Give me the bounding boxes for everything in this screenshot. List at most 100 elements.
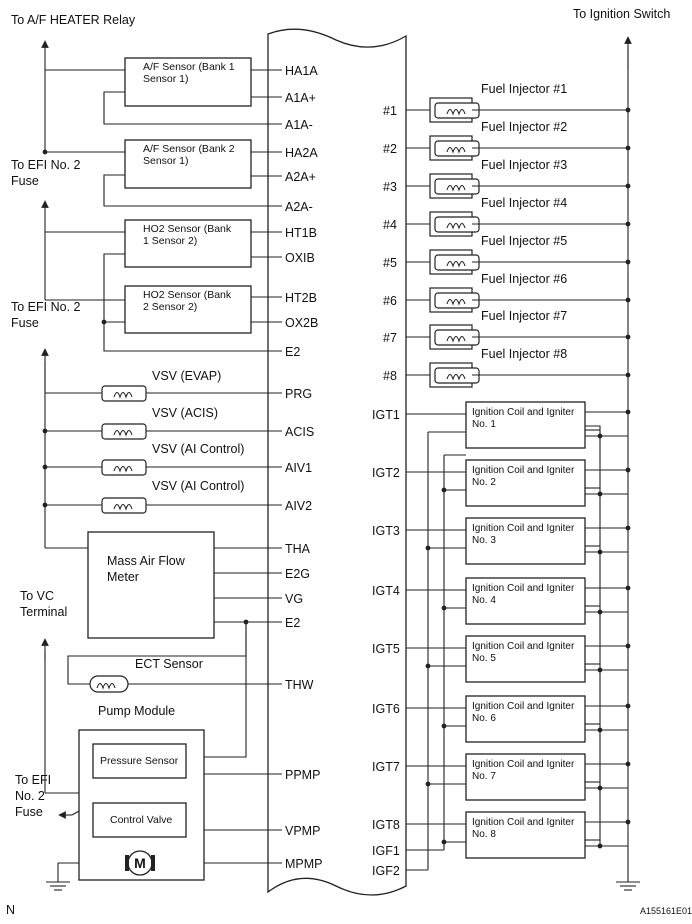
- pump-module-label: Pump Module: [98, 704, 175, 718]
- maf-meter-box: [87, 531, 215, 639]
- vsv-coil-3-winding: [113, 465, 133, 473]
- ecu-pin-igt7-label: IGT7: [372, 760, 400, 774]
- efi-fuse-label-3-line3: Fuse: [15, 805, 43, 819]
- injector-6-label: Fuel Injector #6: [481, 272, 567, 286]
- coil-8-power-dot: [625, 819, 631, 825]
- ecu-pin-ht2b-label: HT2B: [285, 291, 317, 305]
- efi-fuse-label-3-line2: No. 2: [15, 789, 45, 803]
- ecu-pin-igt4-label: IGT4: [372, 584, 400, 598]
- ecu-pin-e2-label: E2: [285, 345, 300, 359]
- ecu-pin-tha-label: THA: [285, 542, 311, 556]
- ecu-pin-a2a-label: A2A+: [285, 170, 316, 184]
- coil-5-igf-dot: [425, 663, 431, 669]
- injector-3-label: Fuel Injector #3: [481, 158, 567, 172]
- coil-4-power-dot: [625, 585, 631, 591]
- ignition-coil-8-box: [465, 811, 586, 859]
- injector-4-junction-dot: [625, 221, 631, 227]
- ecu-pin-prg-label: PRG: [285, 387, 312, 401]
- coil-3-power-dot: [625, 525, 631, 531]
- ignition-coil-5-title: Ignition Coil and Igniter: [472, 641, 575, 652]
- coil-7-ground-dot: [597, 785, 603, 791]
- corner-label: N: [6, 903, 15, 917]
- ecu-pin-igt6-label: IGT6: [372, 702, 400, 716]
- ignition-coil-8-number: No. 8: [472, 829, 496, 840]
- coil-6-ground-dot: [597, 727, 603, 733]
- ignition-coil-5-number: No. 5: [472, 653, 496, 664]
- efi-fuse-label-3-line1: To EFI: [15, 773, 51, 787]
- ecu-pin-ht1b-label: HT1B: [285, 226, 317, 240]
- ignition-coil-4-title: Ignition Coil and Igniter: [472, 583, 575, 594]
- ect-thermistor-symbol: [96, 682, 116, 690]
- af-sensor-bank1-box: [124, 57, 252, 107]
- injector-7-coil-winding: [446, 335, 466, 343]
- motor-brush-right: [151, 855, 155, 871]
- ecu-pin-a1a-label: A1A-: [285, 118, 313, 132]
- dot-vsv-aiv2-branch: [42, 502, 48, 508]
- coil-2-power-dot: [625, 467, 631, 473]
- dot-af-heater-branch: [42, 149, 48, 155]
- af-sensor-bank2-box: [124, 139, 252, 189]
- dynamic-layer: HA1AA1A+A1A-HA2AA2A+A2A-HT1BOXIBHT2BOX2B…: [42, 64, 631, 878]
- ecu-pin-injector-1-label: #1: [383, 104, 397, 118]
- ecu-pin-igt2-label: IGT2: [372, 466, 400, 480]
- ignition-coil-8-title: Ignition Coil and Igniter: [472, 817, 575, 828]
- coil-8-igf-dot: [441, 839, 447, 845]
- ignition-coil-7-box: [465, 753, 586, 801]
- ignition-coil-6-number: No. 6: [472, 713, 496, 724]
- to-ignition-switch-label: To Ignition Switch: [573, 7, 670, 21]
- ignition-coil-6-title: Ignition Coil and Igniter: [472, 701, 575, 712]
- ecu-pin-vg-label: VG: [285, 592, 303, 606]
- af-sensor-bank2-line2: Sensor 1): [143, 155, 189, 167]
- injector-7-junction-dot: [625, 334, 631, 340]
- ignition-coil-6-box: [465, 695, 586, 743]
- ho2-sensor-bank2-line2: 2 Sensor 2): [143, 301, 197, 313]
- ecu-pin-a2a-label: A2A-: [285, 200, 313, 214]
- maf-label-line1: Mass Air Flow: [107, 554, 186, 568]
- ecu-pin-thw-label: THW: [285, 678, 314, 692]
- ecu-pin-igf1-label: IGF1: [372, 844, 400, 858]
- injector-7-label: Fuel Injector #7: [481, 309, 567, 323]
- ignition-coil-4-number: No. 4: [472, 595, 496, 606]
- motor-symbol-label: M: [134, 855, 146, 871]
- injector-1-label: Fuel Injector #1: [481, 82, 567, 96]
- ecu-pin-oxib-label: OXIB: [285, 251, 315, 265]
- af-sensor-bank2-line1: A/F Sensor (Bank 2: [143, 143, 235, 155]
- control-valve-box: [92, 802, 187, 838]
- ecu-pin-igt3-label: IGT3: [372, 524, 400, 538]
- coil-5-ground-dot: [597, 667, 603, 673]
- ho2-sensor-bank2-line1: HO2 Sensor (Bank: [143, 289, 232, 301]
- efi-fuse-label-2-line1: To EFI No. 2: [11, 300, 81, 314]
- ecu-pin-vpmp-label: VPMP: [285, 824, 320, 838]
- injector-3-junction-dot: [625, 183, 631, 189]
- coil-7-igf-dot: [425, 781, 431, 787]
- vc-terminal-label-line2: Terminal: [20, 605, 67, 619]
- injector-1-coil-winding: [446, 108, 466, 116]
- ignition-coil-1-box: [465, 401, 586, 449]
- coil-3-ground-dot: [597, 549, 603, 555]
- af-sensor-bank1-line2: Sensor 1): [143, 73, 189, 85]
- injector-6-junction-dot: [625, 297, 631, 303]
- coil-7-power-dot: [625, 761, 631, 767]
- coil-2-igf-dot: [441, 487, 447, 493]
- dot-vsv-acis-branch: [42, 428, 48, 434]
- injector-5-coil-winding: [446, 260, 466, 268]
- dot-ho2-e2-branch: [101, 319, 107, 325]
- ecu-pin-aiv1-label: AIV1: [285, 461, 312, 475]
- injector-2-junction-dot: [625, 145, 631, 151]
- figure-code: A155161E01: [640, 906, 692, 916]
- ecu-pin-injector-5-label: #5: [383, 256, 397, 270]
- injector-5-label: Fuel Injector #5: [481, 234, 567, 248]
- motor-brush-left: [125, 855, 129, 871]
- coil-4-ground-dot: [597, 609, 603, 615]
- ecu-pin-ha1a-label: HA1A: [285, 64, 318, 78]
- ho2-sensor-bank1-line1: HO2 Sensor (Bank: [143, 223, 232, 235]
- efi-fuse-label-2-line2: Fuse: [11, 316, 39, 330]
- ignition-coil-3-box: [465, 517, 586, 565]
- ecu-pin-injector-2-label: #2: [383, 142, 397, 156]
- coil-1-ground-dot: [597, 433, 603, 439]
- coil-6-igf-dot: [441, 723, 447, 729]
- injector-2-label: Fuel Injector #2: [481, 120, 567, 134]
- ecu-pin-ha2a-label: HA2A: [285, 146, 318, 160]
- vsv-coil-1-winding: [113, 391, 133, 399]
